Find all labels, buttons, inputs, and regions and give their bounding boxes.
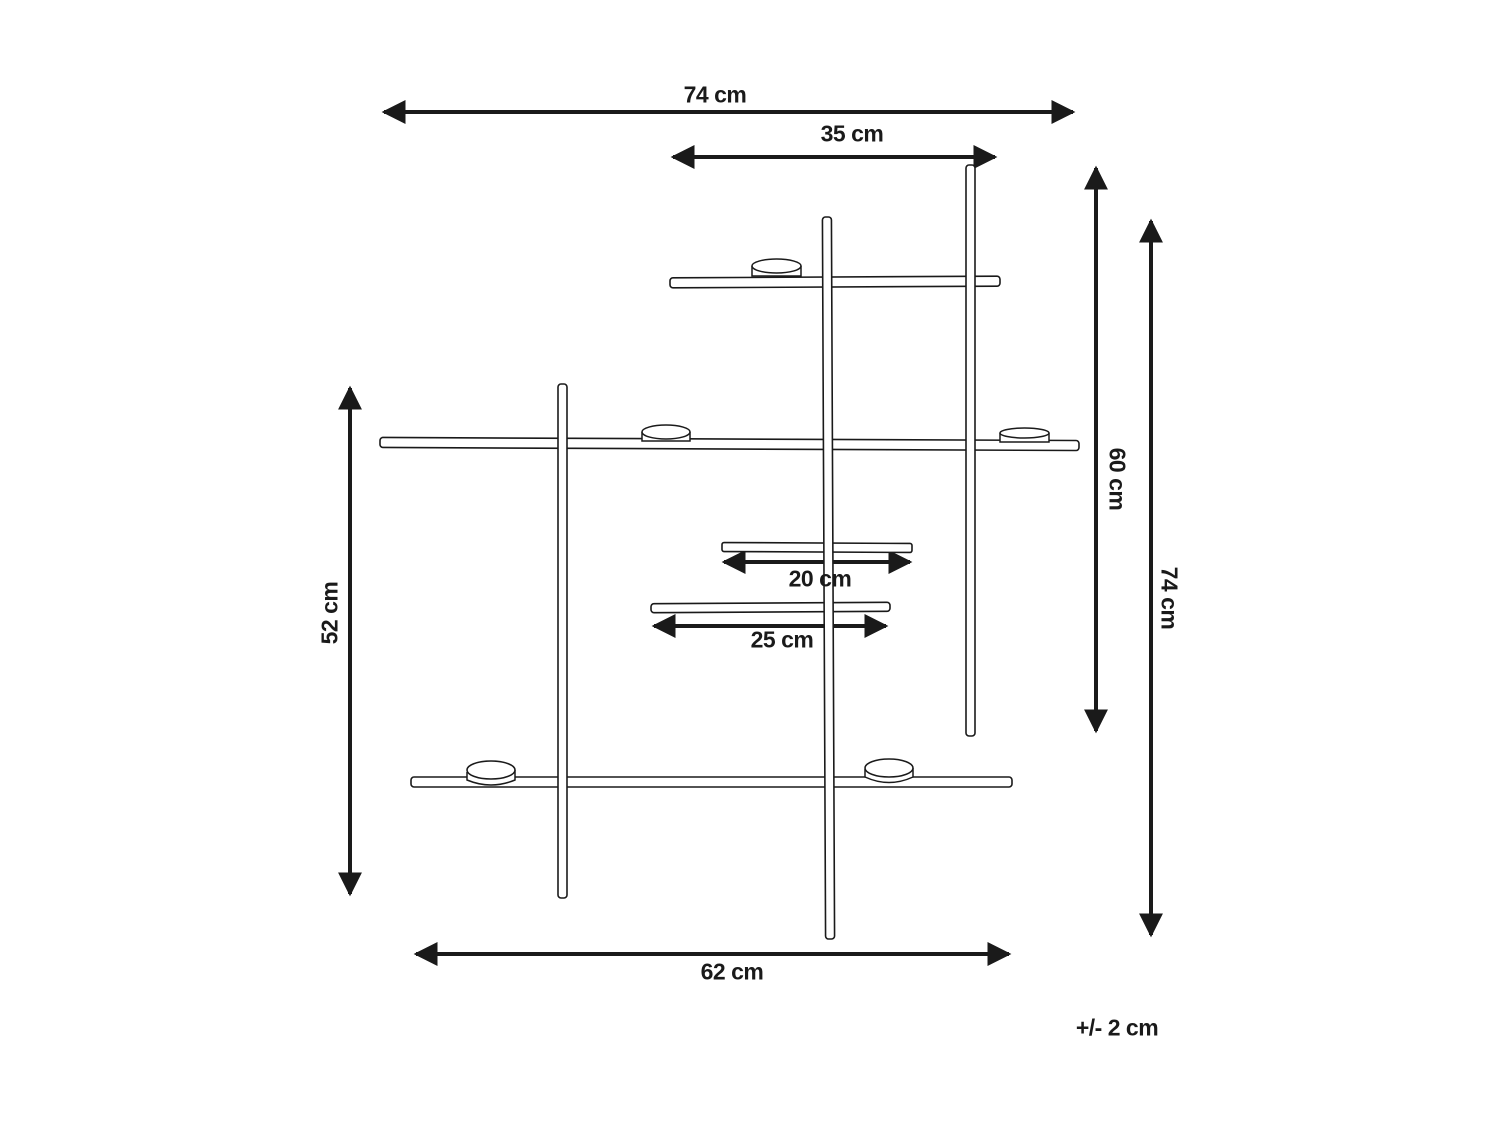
- candle-cup-bottom-left: [466, 760, 516, 786]
- candle-cup-top: [751, 258, 802, 277]
- overall-height-label: 74 cm: [1156, 566, 1183, 630]
- left-vertical-bar: [557, 383, 568, 899]
- middle-long-shelf-bar: [379, 436, 1080, 452]
- left-height-label: 52 cm: [316, 581, 343, 645]
- candle-cup-middle-left: [641, 424, 691, 442]
- right-bar-height-label: 60 cm: [1104, 447, 1131, 511]
- bottom-shelf-width-label: 62 cm: [700, 958, 764, 985]
- overall-width-label: 74 cm: [683, 81, 747, 108]
- candle-cup-middle-right: [999, 427, 1050, 443]
- tolerance-note: +/- 2 cm: [1075, 1014, 1159, 1041]
- shelf-20-bar: [721, 541, 913, 554]
- shelf-25-label: 25 cm: [750, 626, 814, 653]
- center-vertical-bar: [821, 216, 836, 940]
- shelf-25-bar: [650, 601, 891, 614]
- right-vertical-bar: [965, 164, 976, 737]
- top-shelf-bar: [669, 275, 1001, 289]
- candle-cup-bottom-right: [864, 758, 914, 784]
- shelf-20-label: 20 cm: [788, 565, 852, 592]
- top-shelf-width-label: 35 cm: [820, 120, 884, 147]
